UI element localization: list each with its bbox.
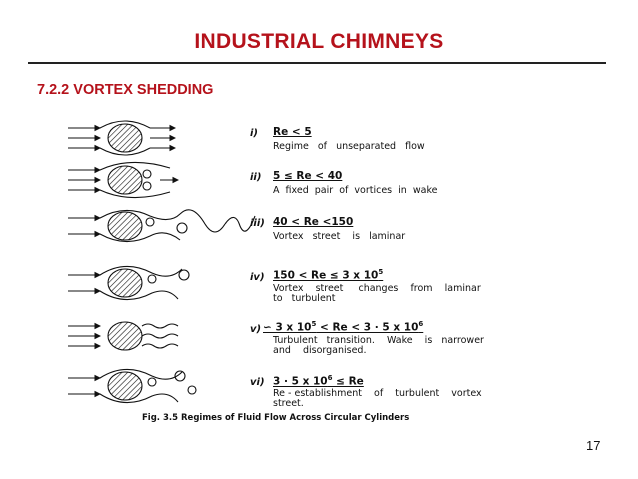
regime-5-condition-exp1: 5 bbox=[311, 320, 317, 328]
title-divider bbox=[28, 62, 606, 64]
flow-regimes-sketches bbox=[68, 120, 256, 404]
regime-6-condition-exp: 6 bbox=[327, 374, 333, 382]
regime-6-description-line1: Re - establishment of turbulent vortex bbox=[273, 388, 482, 399]
slide-title: INDUSTRIAL CHIMNEYS bbox=[194, 30, 444, 53]
regime-4-condition-base: 150 < Re ≤ 3 x 10 bbox=[273, 269, 379, 282]
regime-3-condition: 40 < Re <150 bbox=[273, 216, 354, 228]
regime-5-description-line1: Turbulent transition. Wake is narrower bbox=[273, 335, 484, 346]
section-heading: 7.2.2 VORTEX SHEDDING bbox=[37, 82, 214, 98]
regime-4-number: iv) bbox=[250, 272, 265, 283]
regime-4-description-line1: Vortex street changes from laminar bbox=[273, 283, 481, 294]
regime-1-number: i) bbox=[250, 128, 258, 139]
sketch-regime-5 bbox=[68, 321, 179, 351]
regime-6-condition-b: ≤ Re bbox=[332, 375, 364, 388]
regime-4-condition: 150 < Re ≤ 3 x 105 bbox=[273, 268, 383, 282]
regime-1-condition: Re < 5 bbox=[273, 126, 312, 138]
regime-5-number: v) bbox=[250, 324, 262, 335]
regime-6-number: vi) bbox=[250, 377, 265, 388]
regime-6-description-line2: street. bbox=[273, 398, 304, 409]
regime-4-description-line2: to turbulent bbox=[273, 293, 336, 304]
regime-2-condition: 5 ≤ Re < 40 bbox=[273, 170, 343, 182]
regime-6-condition: 3 · 5 x 106 ≤ Re bbox=[273, 374, 364, 388]
sketch-regime-4 bbox=[68, 265, 190, 301]
regime-5-condition-a: ∽ 3 x 10 bbox=[263, 321, 312, 334]
figure-caption: Fig. 3.5 Regimes of Fluid Flow Across Ci… bbox=[142, 413, 410, 423]
page-number: 17 bbox=[586, 438, 601, 453]
sketch-regime-2 bbox=[68, 161, 180, 199]
sketch-regime-6 bbox=[68, 368, 197, 404]
regime-5-condition-exp2: 6 bbox=[418, 320, 424, 328]
regime-2-number: ii) bbox=[250, 172, 262, 183]
regime-3-description: Vortex street is laminar bbox=[273, 231, 406, 242]
regime-2-description: A fixed pair of vortices in wake bbox=[273, 185, 438, 196]
regime-5-condition-b: < Re < 3 · 5 x 10 bbox=[316, 321, 419, 334]
regime-5-description-line2: and disorganised. bbox=[273, 345, 367, 356]
regime-1-description: Regime of unseparated flow bbox=[273, 141, 425, 152]
sketch-regime-3 bbox=[68, 209, 256, 243]
regime-3-number: iii) bbox=[250, 218, 265, 229]
regime-5-condition: ∽ 3 x 105 < Re < 3 · 5 x 106 bbox=[263, 320, 423, 334]
regime-6-condition-a: 3 · 5 x 10 bbox=[273, 375, 328, 388]
sketch-regime-1 bbox=[68, 120, 177, 156]
regime-4-condition-exp: 5 bbox=[378, 268, 384, 276]
